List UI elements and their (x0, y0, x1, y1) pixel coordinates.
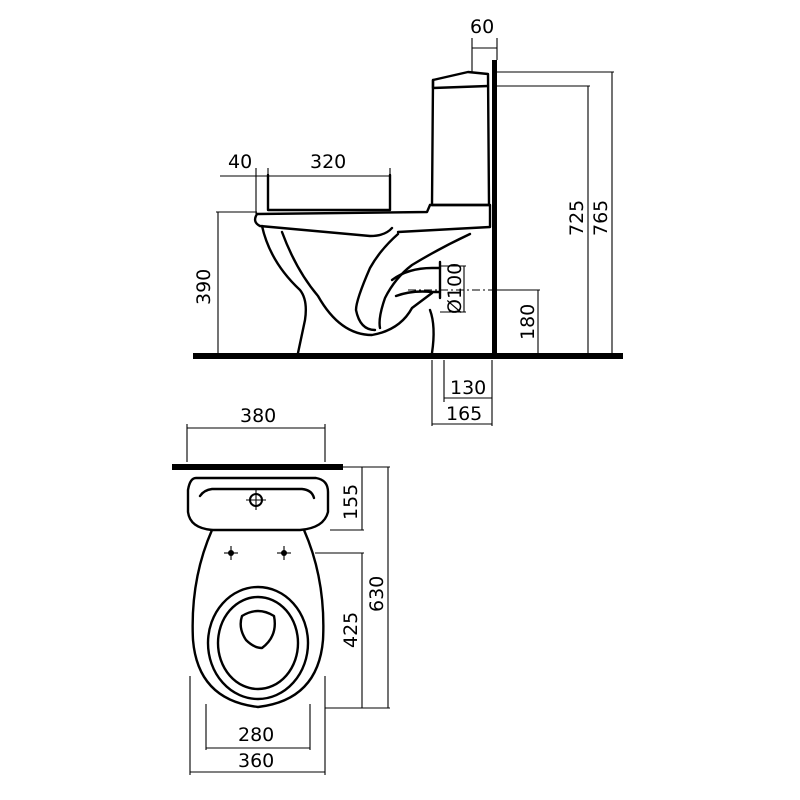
cistern-tank (430, 70, 491, 207)
bowl-plan (191, 528, 325, 709)
outlet-pipe-bottom (394, 290, 442, 298)
dim-seat-top: 40 320 (220, 151, 391, 214)
dim-label-130: 130 (450, 377, 486, 399)
dim-tank-width: 380 (186, 405, 326, 462)
dim-label-60: 60 (470, 16, 494, 38)
dim-label-280: 280 (238, 724, 274, 746)
tank-plan-inner (198, 487, 316, 500)
dim-heights: 725 765 (497, 71, 614, 353)
floor-line (193, 353, 623, 359)
dim-tank-depth-plan: 155 (330, 466, 390, 531)
wall-line (492, 60, 497, 356)
dim-label-360: 360 (238, 750, 274, 772)
bowl-opening (239, 609, 276, 650)
dim-label-765: 765 (590, 200, 612, 236)
top-view: 380 155 425 630 280 360 (172, 405, 390, 775)
back-foot (428, 308, 435, 355)
bowl-seat-shape (253, 212, 394, 238)
dim-bowl-length: 425 630 (315, 467, 390, 709)
dim-label-180: 180 (517, 304, 539, 340)
dim-label-40: 40 (228, 151, 252, 173)
bowl-rim (255, 203, 432, 216)
dim-label-380: 380 (240, 405, 276, 427)
outlet-pipe-top (390, 266, 442, 282)
seat-plan (206, 585, 310, 701)
dim-outlet-wall: 130 165 (431, 360, 493, 426)
seat-lid (266, 173, 392, 212)
dim-seat-height: 390 (193, 211, 257, 353)
dim-label-155: 155 (340, 484, 362, 520)
dim-bottom-widths: 280 360 (189, 676, 326, 775)
cistern-base (396, 203, 492, 234)
bowl-front (260, 224, 308, 355)
dim-label-390: 390 (193, 269, 215, 305)
side-view: 60 40 320 390 725 765 (193, 16, 623, 426)
dim-outlet-diameter: Ø100 (440, 263, 466, 314)
dim-outlet-height: 180 (490, 289, 540, 353)
dim-label-630: 630 (366, 576, 388, 612)
dim-label-d100: Ø100 (444, 263, 466, 314)
hinge-right-icon (277, 546, 291, 560)
dim-label-725: 725 (566, 200, 588, 236)
tank-plan (186, 476, 330, 532)
trap-outer (354, 232, 400, 332)
dim-label-165: 165 (446, 403, 482, 425)
dim-label-425: 425 (340, 612, 362, 648)
wall-plan-line (172, 464, 343, 470)
bowl-back (378, 232, 472, 330)
hinge-left-icon (224, 546, 238, 560)
seat-plan-inner (216, 595, 300, 691)
cistern-lid (431, 78, 490, 90)
dim-tank-depth: 60 (470, 16, 498, 72)
trap-inner (280, 230, 434, 337)
dim-label-320: 320 (310, 151, 346, 173)
